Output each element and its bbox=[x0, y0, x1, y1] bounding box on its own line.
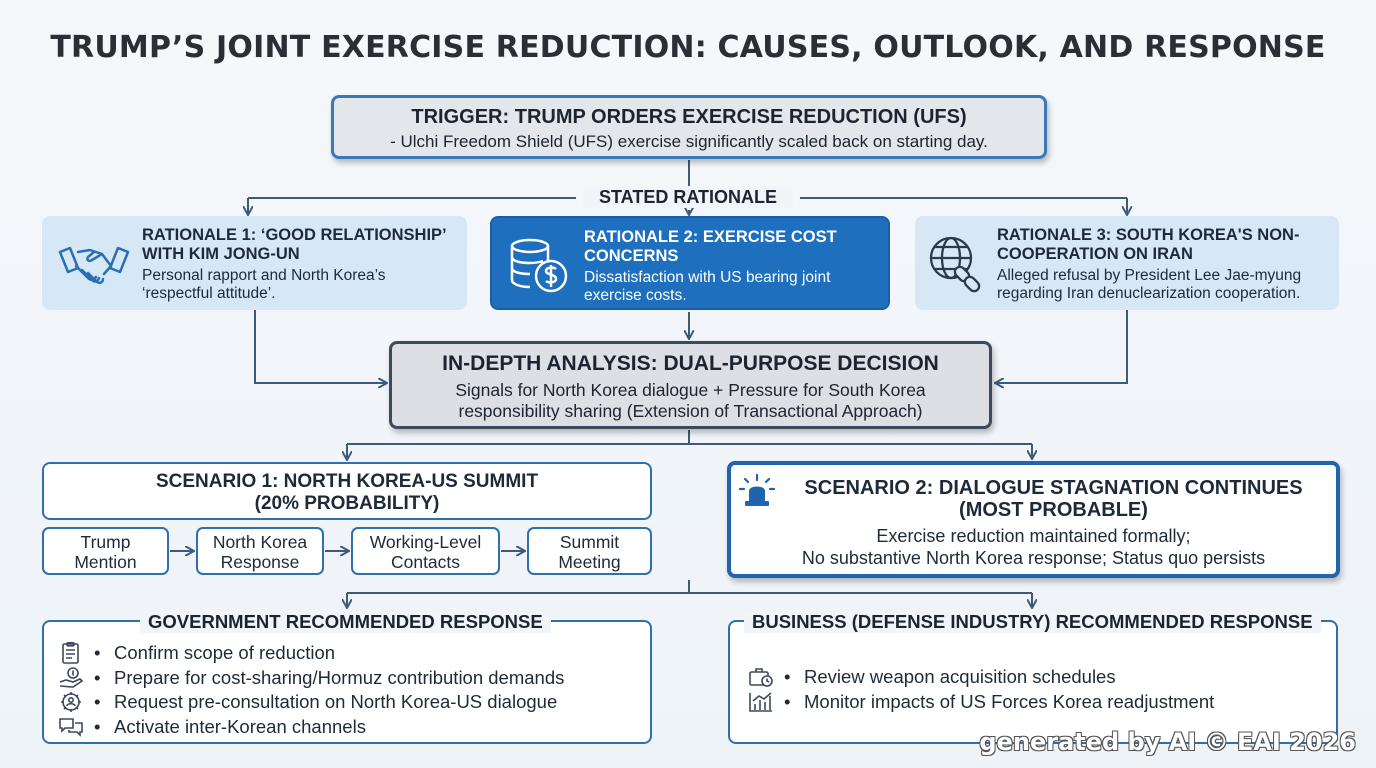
business-item-2: Monitor impacts of US Forces Korea readj… bbox=[804, 690, 1215, 712]
list-item: •Request pre-consultation on North Korea… bbox=[58, 690, 564, 715]
clipboard-icon bbox=[62, 642, 79, 665]
scenario-2-heading: SCENARIO 2: DIALOGUE STAGNATION CONTINUE… bbox=[781, 477, 1326, 521]
rationale-3-detail: Alleged refusal by President Lee Jae-myu… bbox=[997, 267, 1302, 302]
scenario-2-heading-line2: (MOST PROBABLE) bbox=[959, 499, 1148, 521]
watermark: generated by AI © EAI 2026 bbox=[979, 728, 1356, 756]
scenario-1-step-3: Working-Level Contacts bbox=[351, 527, 500, 575]
list-item: •Prepare for cost-sharing/Hormuz contrib… bbox=[58, 666, 564, 691]
hand-coin-icon bbox=[59, 666, 84, 688]
bar-chart-icon bbox=[749, 692, 772, 712]
step-3-line2: Contacts bbox=[390, 552, 461, 572]
scenario-2-detail: Exercise reduction maintained formally; … bbox=[741, 525, 1326, 569]
handshake-icon bbox=[58, 246, 130, 285]
scenario-2-box: SCENARIO 2: DIALOGUE STAGNATION CONTINUE… bbox=[727, 461, 1340, 578]
step-2-line2: Response bbox=[220, 552, 300, 572]
trigger-box: TRIGGER: TRUMP ORDERS EXERCISE REDUCTION… bbox=[331, 95, 1047, 159]
rationale-3-heading: RATIONALE 3: SOUTH KOREA'S NON-COOPERATI… bbox=[997, 226, 1300, 263]
scenario-1-heading-line2: (20% PROBABILITY) bbox=[254, 493, 440, 514]
rationale-1-heading: RATIONALE 1: ‘GOOD RELATIONSHIP’ WITH KI… bbox=[142, 226, 446, 263]
business-response-list: •Review weapon acquisition schedules •Mo… bbox=[748, 665, 1214, 714]
coins-dollar-icon bbox=[510, 238, 568, 293]
rationale-2-detail: Dissatisfaction with US bearing joint ex… bbox=[584, 269, 831, 304]
page-title: TRUMP’S JOINT EXERCISE REDUCTION: CAUSES… bbox=[50, 30, 1326, 65]
trigger-detail: - Ulchi Freedom Shield (UFS) exercise si… bbox=[390, 132, 988, 151]
list-item: •Review weapon acquisition schedules bbox=[748, 665, 1214, 690]
analysis-heading: IN-DEPTH ANALYSIS: DUAL-PURPOSE DECISION bbox=[442, 352, 939, 375]
step-1-line2: Mention bbox=[74, 552, 137, 572]
government-item-1: Confirm scope of reduction bbox=[114, 642, 336, 663]
scenario-2-detail-line1: Exercise reduction maintained formally; bbox=[876, 526, 1191, 546]
scenario-1-heading-line1: SCENARIO 1: NORTH KOREA-US SUMMIT bbox=[155, 471, 539, 492]
government-item-3: Request pre-consultation on North Korea-… bbox=[114, 691, 558, 712]
arrow-r3-to-analysis bbox=[996, 310, 1128, 383]
globe-broken-link-icon bbox=[929, 236, 981, 293]
government-response-box: •Confirm scope of reduction •Prepare for… bbox=[42, 620, 652, 744]
business-response-box: •Review weapon acquisition schedules •Mo… bbox=[728, 620, 1338, 744]
siren-icon bbox=[739, 473, 775, 506]
step-1-line1: Trump bbox=[80, 532, 131, 552]
step-3-line1: Working-Level bbox=[369, 532, 482, 552]
stated-rationale-label: STATED RATIONALE bbox=[583, 187, 793, 208]
scenario-2-detail-line2: No substantive North Korea response; Sta… bbox=[801, 548, 1266, 568]
scenario-1-step-1: Trump Mention bbox=[42, 527, 169, 575]
scenario-1-box: SCENARIO 1: NORTH KOREA-US SUMMIT (20% P… bbox=[42, 462, 652, 520]
government-response-title: GOVERNMENT RECOMMENDED RESPONSE bbox=[140, 611, 551, 633]
government-item-2: Prepare for cost-sharing/Hormuz contribu… bbox=[114, 666, 565, 688]
scenario-2-heading-line1: SCENARIO 2: DIALOGUE STAGNATION CONTINUE… bbox=[804, 477, 1303, 499]
list-item: •Monitor impacts of US Forces Korea read… bbox=[748, 690, 1214, 715]
chat-bubbles-icon bbox=[59, 717, 83, 737]
analysis-box: IN-DEPTH ANALYSIS: DUAL-PURPOSE DECISION… bbox=[389, 341, 992, 429]
analysis-detail-line1: Signals for North Korea dialogue + Press… bbox=[455, 380, 926, 400]
list-item: •Confirm scope of reduction bbox=[58, 641, 564, 666]
business-response-title: BUSINESS (DEFENSE INDUSTRY) RECOMMENDED … bbox=[744, 611, 1321, 633]
step-4-line1: Summit bbox=[559, 532, 620, 552]
scenario-1-step-4: Summit Meeting bbox=[527, 527, 652, 575]
gear-people-icon bbox=[61, 692, 81, 713]
government-item-4: Activate inter-Korean channels bbox=[114, 715, 366, 737]
list-item: •Activate inter-Korean channels bbox=[58, 715, 564, 740]
step-2-line1: North Korea bbox=[212, 532, 308, 552]
government-response-list: •Confirm scope of reduction •Prepare for… bbox=[58, 641, 564, 739]
scenario-1-step-2: North Korea Response bbox=[196, 527, 324, 575]
analysis-detail-line2: responsibility sharing (Extension of Tra… bbox=[458, 401, 923, 421]
briefcase-clock-icon bbox=[749, 668, 773, 688]
rationale-1-box: RATIONALE 1: ‘GOOD RELATIONSHIP’ WITH KI… bbox=[42, 216, 467, 310]
step-4-line2: Meeting bbox=[558, 552, 621, 572]
rationale-3-box: RATIONALE 3: SOUTH KOREA'S NON-COOPERATI… bbox=[915, 216, 1339, 310]
business-item-1: Review weapon acquisition schedules bbox=[804, 666, 1116, 687]
rationale-2-box: RATIONALE 2: EXERCISE COST CONCERNS Diss… bbox=[490, 216, 890, 310]
rationale-2-heading: RATIONALE 2: EXERCISE COST CONCERNS bbox=[584, 228, 837, 265]
rationale-1-detail: Personal rapport and North Korea’s ‘resp… bbox=[142, 267, 386, 302]
trigger-heading: TRIGGER: TRUMP ORDERS EXERCISE REDUCTION… bbox=[411, 106, 967, 128]
arrow-r1-to-analysis bbox=[254, 310, 386, 383]
